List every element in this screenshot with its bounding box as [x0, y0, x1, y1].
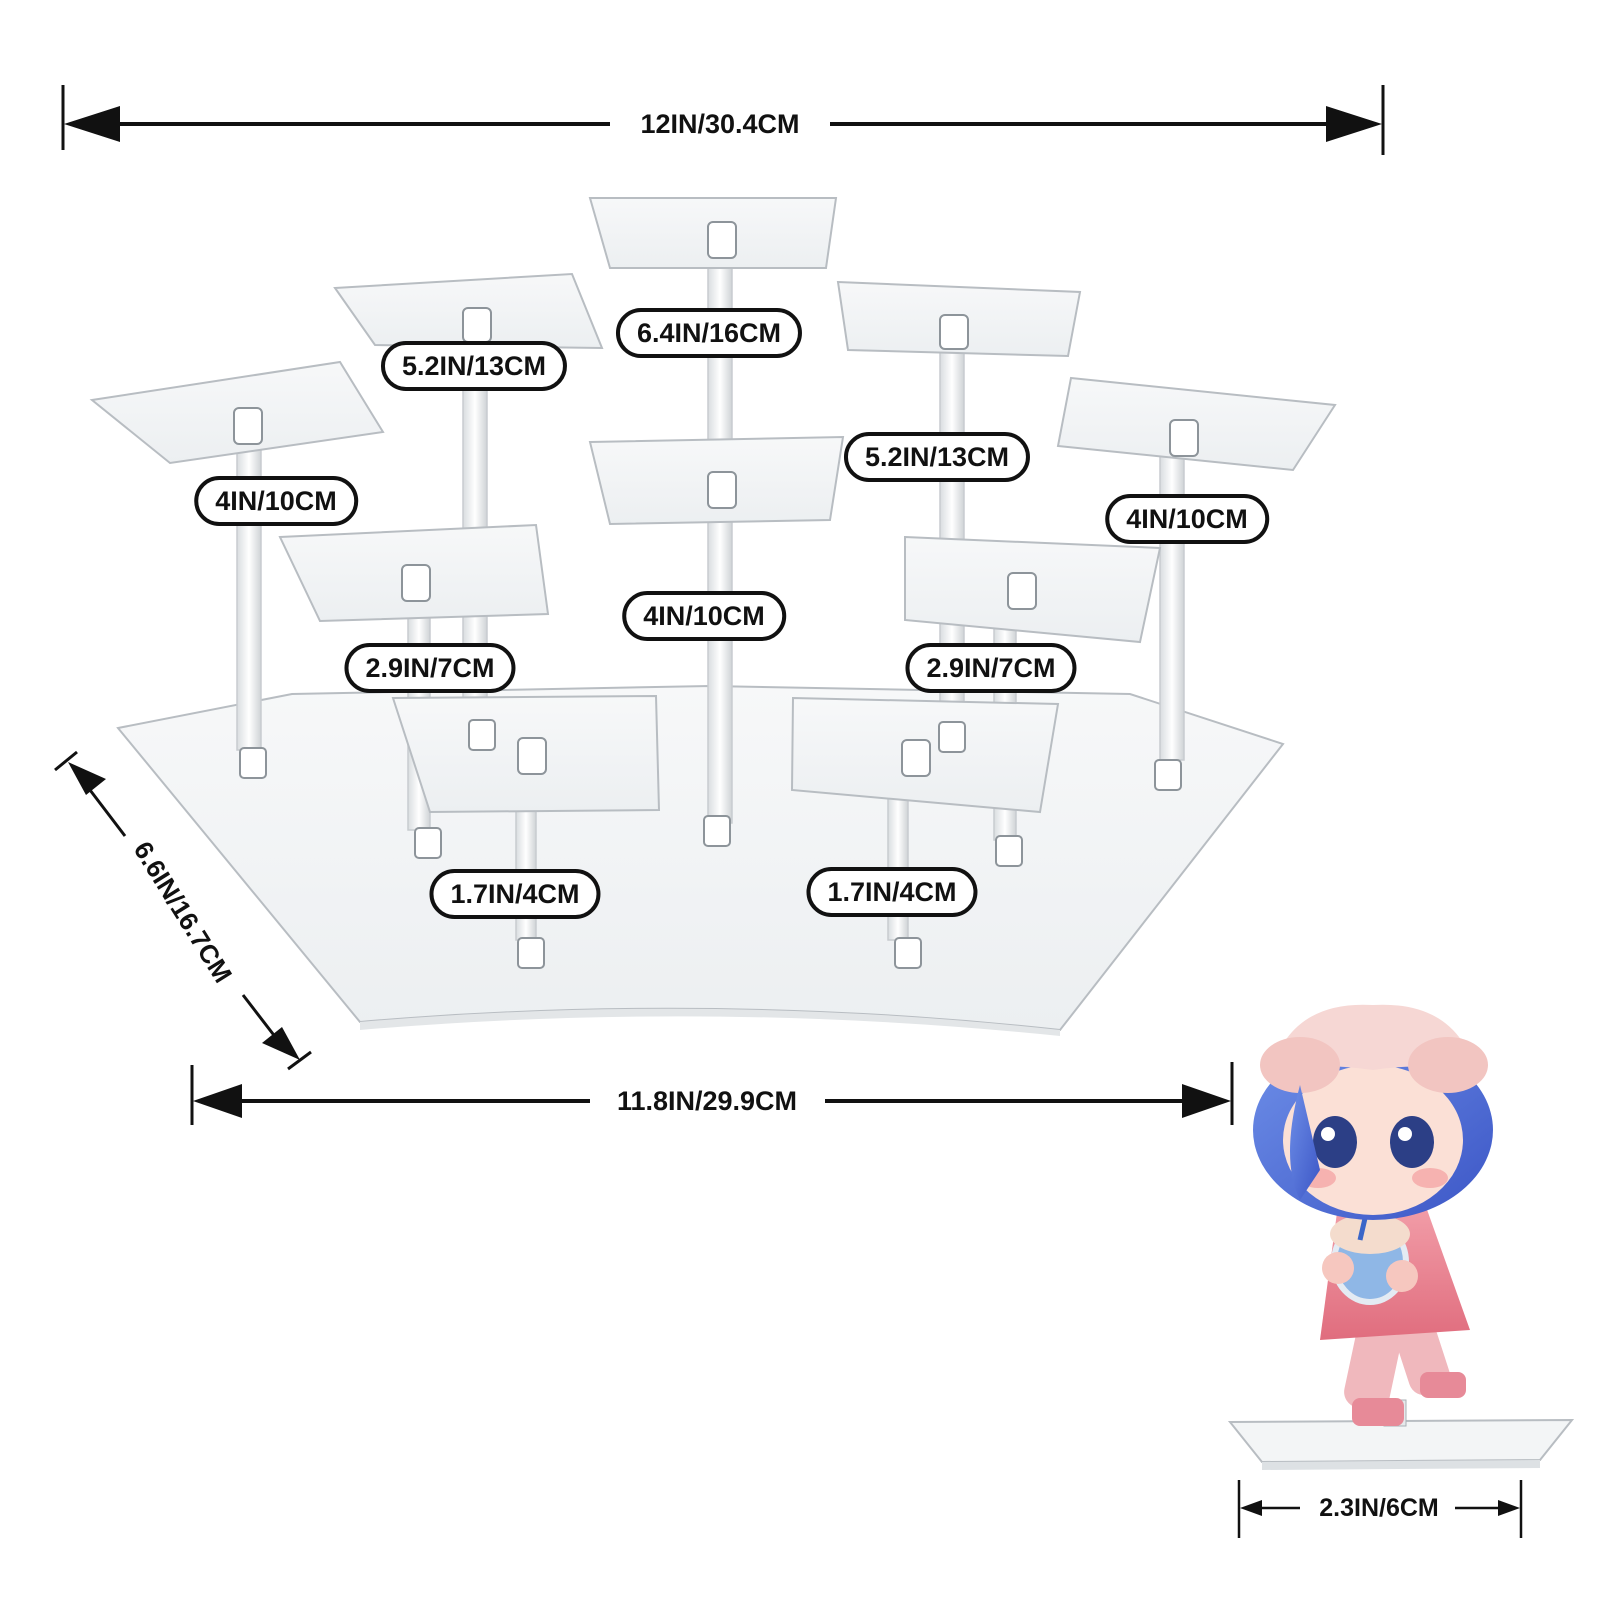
top-width-dimension — [61, 85, 1385, 155]
tier-label-center-middle: 4IN/10CM — [622, 591, 786, 641]
tier-label-left-middle: 2.9IN/7CM — [344, 643, 516, 693]
platform-width-label: 2.3IN/6CM — [1311, 1493, 1447, 1523]
figurine-with-platform — [1227, 1004, 1575, 1470]
top-width-label: 12IN/30.4CM — [632, 109, 808, 139]
depth-dimension — [54, 750, 312, 1071]
tier-label-right-outer: 4IN/10CM — [1105, 494, 1269, 544]
base-width-label: 11.8IN/29.9CM — [608, 1086, 806, 1116]
tier-label-left-low: 1.7IN/4CM — [429, 869, 601, 919]
acrylic-stand — [89, 197, 1337, 1036]
platform-width-dimension — [1237, 1480, 1523, 1538]
base-width-dimension — [190, 1062, 1234, 1125]
tier-label-right-low: 1.7IN/4CM — [806, 867, 978, 917]
tier-label-center-top: 6.4IN/16CM — [615, 308, 803, 358]
tier-label-left-upper: 5.2IN/13CM — [380, 341, 568, 391]
tier-label-right-middle: 2.9IN/7CM — [905, 643, 1077, 693]
base-plate — [116, 684, 1285, 1032]
tier-label-right-upper: 5.2IN/13CM — [843, 432, 1031, 482]
tier-label-left-outer: 4IN/10CM — [194, 476, 358, 526]
